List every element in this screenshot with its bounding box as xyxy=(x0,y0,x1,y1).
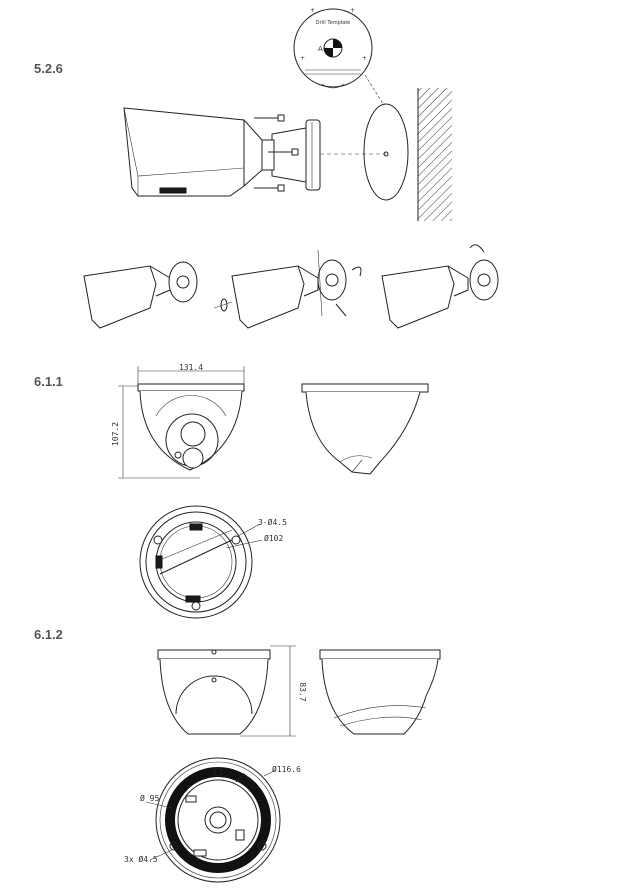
dome-612-front-view: 83.7 xyxy=(157,645,307,737)
dim-width: 131.4 xyxy=(179,363,203,372)
svg-text:+: + xyxy=(300,55,305,62)
dome-611-bottom-view: 3-Ø4.5 Ø102 xyxy=(139,505,287,619)
dim-height-612: 83.7 xyxy=(298,682,307,701)
section-label-5-2-6: 5.2.6 xyxy=(34,61,63,76)
screws xyxy=(254,114,299,192)
drill-template: Drill Template A + + + + xyxy=(293,7,373,89)
dim-holes-612: 3x Ø4.5 xyxy=(124,854,158,864)
dim-holes-611: 3-Ø4.5 xyxy=(258,517,287,527)
section-label-6-1-2: 6.1.2 xyxy=(34,627,63,642)
bullet-camera-adjust-1 xyxy=(83,261,233,329)
dim-height: 107.2 xyxy=(111,422,120,446)
svg-text:+: + xyxy=(310,7,315,14)
drill-template-title: Drill Template xyxy=(316,20,350,26)
bullet-camera-large xyxy=(123,107,263,197)
dome-612-side-view xyxy=(319,649,441,735)
dim-circle-611: Ø102 xyxy=(264,533,283,543)
dome-611-side-view xyxy=(301,383,429,475)
bullet-install-diagram: Drill Template A + + + + xyxy=(123,7,452,221)
dim-outer-612: Ø116.6 xyxy=(272,764,301,774)
wall xyxy=(417,88,452,221)
drill-template-marker: A xyxy=(318,45,323,53)
dome-611-front-view: 131.4 107.2 xyxy=(111,363,245,479)
section-label-6-1-1: 6.1.1 xyxy=(34,374,63,389)
svg-text:+: + xyxy=(350,7,355,14)
bullet-camera-adjust-3 xyxy=(381,244,499,329)
dim-inner-612: Ø 95 xyxy=(140,793,159,803)
svg-text:+: + xyxy=(362,55,367,62)
bullet-camera-adjust-2 xyxy=(231,249,362,329)
dome-612-bottom-view: Ø116.6 Ø 95 3x Ø4.5 xyxy=(124,757,301,883)
